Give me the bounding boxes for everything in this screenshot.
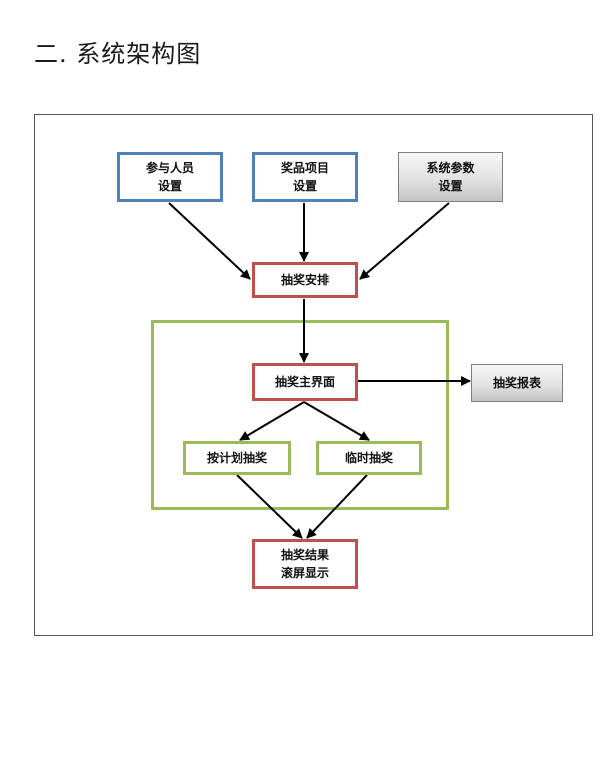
lottery-module-group (151, 320, 449, 510)
arrow-planned-to-result (236, 474, 303, 539)
arrow-main-to-instant (303, 401, 370, 441)
node-participants-line2: 设置 (157, 179, 182, 193)
node-participants-setup: 参与人员 设置 (117, 152, 223, 202)
node-result-line1: 抽奖结果 (280, 548, 329, 562)
node-arrange-label: 抽奖安排 (280, 273, 329, 287)
node-lottery-arrangement: 抽奖安排 (252, 262, 358, 298)
node-instant-label: 临时抽奖 (344, 451, 393, 465)
node-params-line2: 设置 (438, 179, 463, 193)
node-prizes-line1: 奖品项目 (280, 161, 329, 175)
node-main-label: 抽奖主界面 (274, 375, 335, 389)
node-report-label: 抽奖报表 (492, 376, 541, 390)
node-prizes-line2: 设置 (292, 179, 317, 193)
node-params-setup: 系统参数 设置 (398, 152, 503, 202)
node-participants-line1: 参与人员 (145, 161, 194, 175)
node-planned-label: 按计划抽奖 (206, 451, 267, 465)
node-lottery-main: 抽奖主界面 (252, 363, 358, 401)
node-params-line1: 系统参数 (426, 161, 475, 175)
node-prizes-setup: 奖品项目 设置 (252, 152, 358, 202)
node-result-line2: 滚屏显示 (280, 566, 329, 580)
arrow-participants-to-arrange (168, 202, 251, 280)
node-planned-draw: 按计划抽奖 (183, 441, 291, 475)
node-instant-draw: 临时抽奖 (316, 441, 422, 475)
arrow-params-to-arrange (359, 202, 450, 280)
arrow-instant-to-result (306, 474, 368, 539)
node-lottery-report: 抽奖报表 (471, 364, 563, 402)
arrow-main-to-planned (239, 401, 305, 441)
diagram-frame (34, 114, 593, 636)
page-heading: 二. 系统架构图 (34, 40, 202, 68)
node-lottery-result: 抽奖结果 滚屏显示 (252, 539, 358, 589)
